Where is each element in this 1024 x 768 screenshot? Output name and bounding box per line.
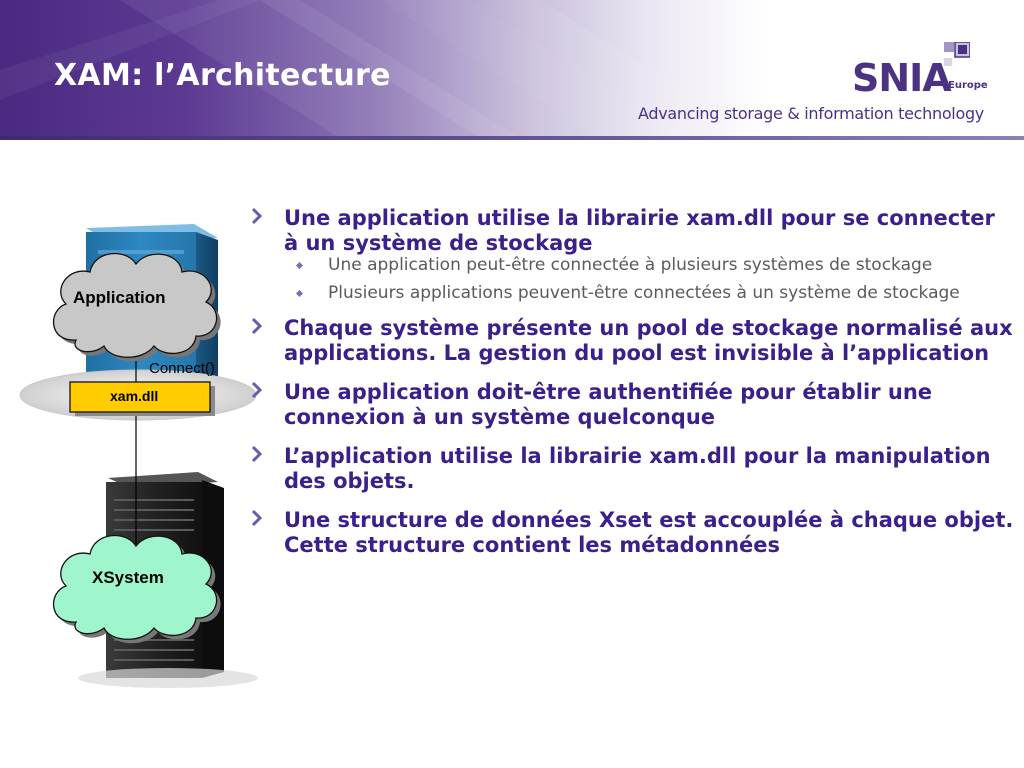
chevron-right-icon (251, 317, 263, 335)
bullet-item: Une application utilise la librairie xam… (246, 206, 1016, 302)
chevron-right-icon (251, 381, 263, 399)
library-box (69, 381, 211, 413)
sub-bullet-item: Une application peut-être connectée à pl… (284, 256, 1016, 274)
header-underline (0, 136, 1024, 140)
bullet-text: Une application doit-être authentifiée p… (284, 380, 933, 429)
sub-bullet-item: Plusieurs applications peuvent-être conn… (284, 284, 1016, 302)
sub-bullet-text: Une application peut-être connectée à pl… (328, 255, 933, 275)
bullet-list: Une application utilise la librairie xam… (246, 206, 1016, 572)
sub-bullet-text: Plusieurs applications peuvent-être conn… (328, 283, 960, 303)
header-band: XAM: l’Architecture SNIA Europe Advancin… (0, 0, 1024, 138)
slide-title: XAM: l’Architecture (54, 58, 391, 93)
bullet-item: L’application utilise la librairie xam.d… (246, 444, 1016, 494)
bullet-text: Une structure de données Xset est accoup… (284, 508, 1014, 557)
xsystem-label: XSystem (92, 568, 164, 587)
bullet-item: Une structure de données Xset est accoup… (246, 508, 1016, 558)
bullet-text: L’application utilise la librairie xam.d… (284, 444, 991, 493)
bullet-item: Une application doit-être authentifiée p… (246, 380, 1016, 430)
diamond-bullet-icon (296, 290, 303, 297)
bullet-text: Chaque système présente un pool de stock… (284, 316, 1013, 365)
bullet-item: Chaque système présente un pool de stock… (246, 316, 1016, 366)
logo-tagline: Advancing storage & information technolo… (638, 104, 984, 123)
connect-label: Connect() (149, 360, 215, 377)
application-cloud-shape (52, 252, 218, 358)
chevron-right-icon (251, 509, 263, 527)
library-label: xam.dll (110, 388, 159, 404)
diamond-bullet-icon (296, 262, 303, 269)
architecture-diagram: Application Connect() xam.dll XSystem (18, 210, 258, 690)
snia-logo-mark-icon (944, 42, 970, 66)
application-label: Application (73, 288, 166, 307)
architecture-diagram-graphic (19, 224, 258, 688)
logo-wordmark: SNIA (852, 56, 952, 100)
header-decoration (0, 0, 760, 138)
bullet-text: Une application utilise la librairie xam… (284, 206, 995, 255)
snia-logo: SNIA Europe (840, 38, 1010, 100)
chevron-right-icon (251, 207, 263, 225)
logo-region: Europe (948, 80, 988, 91)
xsystem-cloud (52, 534, 218, 640)
chevron-right-icon (251, 445, 263, 463)
